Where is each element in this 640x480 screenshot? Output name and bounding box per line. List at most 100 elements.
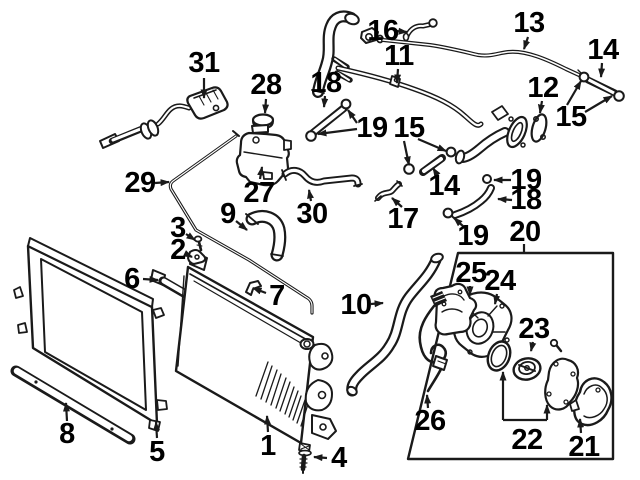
- leader-line: [493, 293, 501, 305]
- callout-1-12: 1: [260, 415, 277, 462]
- leader-line: [522, 36, 531, 50]
- part-sensor-assembly: [99, 86, 229, 149]
- part-number-label: 24: [484, 265, 516, 297]
- inset-box: [406, 251, 615, 461]
- part-number-label: 7: [269, 280, 285, 312]
- part-hose-right: [577, 69, 625, 102]
- part-small-hose: [402, 18, 438, 42]
- leader-line: [252, 286, 267, 295]
- callout-4-13: 4: [313, 442, 348, 474]
- part-number-label: 19: [510, 164, 542, 196]
- callout-18-21: 18: [310, 67, 342, 108]
- callout-5-11: 5: [149, 421, 166, 468]
- part-reservoir-hose: [281, 166, 363, 188]
- callout-31-0: 31: [188, 47, 220, 99]
- part-number-label: 18: [510, 184, 542, 216]
- callout-18-27: 18: [497, 184, 542, 216]
- callout-15-23: 15: [393, 112, 447, 166]
- leader-line: [584, 95, 613, 113]
- callout-8-10: 8: [59, 402, 76, 450]
- leader-line: [391, 197, 403, 208]
- callout-12-19: 12: [527, 72, 559, 114]
- leader-line: [142, 275, 159, 283]
- part-number-label: 25: [455, 257, 487, 289]
- part-o-ring: [486, 340, 512, 372]
- leader-line: [598, 62, 606, 78]
- part-radiator: [174, 251, 337, 445]
- part-number-label: 22: [511, 424, 542, 456]
- part-number-label: 6: [124, 263, 140, 295]
- leader-line: [235, 220, 248, 231]
- leader-line: [577, 418, 585, 434]
- part-number-label: 11: [384, 40, 414, 72]
- part-number-label: 29: [124, 167, 156, 199]
- leader-line: [402, 140, 411, 166]
- part-hose-mid: [403, 146, 457, 176]
- callout-29-3: 29: [124, 167, 170, 199]
- part-number-label: 27: [243, 177, 274, 209]
- callout-22-34: 22: [499, 371, 551, 456]
- leader-line: [529, 341, 537, 352]
- callout-14-24: 14: [428, 167, 460, 202]
- leader-line: [347, 109, 358, 124]
- part-harness-sensor: [418, 291, 448, 393]
- part-number-label: 13: [513, 7, 545, 39]
- callout-17-25: 17: [387, 197, 419, 235]
- part-number-label: 10: [340, 289, 371, 321]
- part-number-label: 30: [296, 198, 327, 230]
- part-number-label: 18: [310, 67, 342, 99]
- leader-line: [395, 27, 408, 35]
- part-flange-gasket: [530, 113, 548, 143]
- leader-line: [566, 80, 582, 106]
- callout-13-17: 13: [513, 7, 545, 50]
- radiator-filler-neck: [299, 338, 315, 350]
- leader-line: [313, 454, 328, 462]
- leader-line: [321, 95, 329, 108]
- callout-16-15: 16: [367, 15, 408, 47]
- callout-27-2: 27: [243, 166, 275, 209]
- callout-2-7: 2: [170, 234, 193, 266]
- part-bypass-hose-lower: [442, 174, 495, 219]
- part-number-label: 1: [260, 430, 276, 462]
- part-upper-radiator-hose: [245, 209, 287, 262]
- callout-3-6: 3: [170, 212, 196, 244]
- part-outlet-housing: [454, 105, 528, 165]
- part-heater-pipe: [360, 27, 581, 77]
- leader-line: [417, 137, 447, 153]
- leader-line: [317, 127, 358, 137]
- leader-line: [262, 98, 270, 114]
- callout-20-29: 20: [509, 216, 541, 252]
- leader-line: [432, 167, 441, 178]
- part-thermostat: [512, 357, 542, 381]
- part-small-bolt: [549, 338, 563, 353]
- callout-26-33: 26: [414, 394, 446, 437]
- callout-6-8: 6: [124, 263, 159, 295]
- callout-19-22: 19: [317, 109, 388, 144]
- part-number-label: 9: [220, 198, 236, 230]
- leader-line: [453, 217, 465, 228]
- part-number-label: 15: [393, 112, 425, 144]
- callout-11-16: 11: [384, 40, 415, 84]
- callout-23-32: 23: [518, 313, 550, 352]
- part-z-hose: [374, 180, 403, 202]
- part-number-label: 26: [414, 405, 446, 437]
- leader-line: [537, 100, 545, 114]
- radiator-core-hatching: [255, 361, 309, 427]
- callout-28-1: 28: [250, 69, 282, 114]
- part-water-pipe: [331, 56, 484, 128]
- part-pump-housing: [433, 282, 478, 336]
- part-number-label: 31: [188, 47, 220, 79]
- callout-9-4: 9: [220, 198, 248, 231]
- part-number-label: 3: [170, 212, 186, 244]
- leader-line: [257, 166, 265, 180]
- leader-line: [370, 300, 384, 308]
- part-number-label: 12: [527, 72, 558, 104]
- part-number-label: 15: [555, 101, 587, 133]
- part-number-label: 20: [509, 216, 540, 248]
- callout-25-30: 25: [455, 257, 487, 296]
- callout-30-5: 30: [296, 189, 328, 230]
- callout-19-26: 19: [493, 164, 542, 196]
- callout-21-35: 21: [568, 418, 600, 463]
